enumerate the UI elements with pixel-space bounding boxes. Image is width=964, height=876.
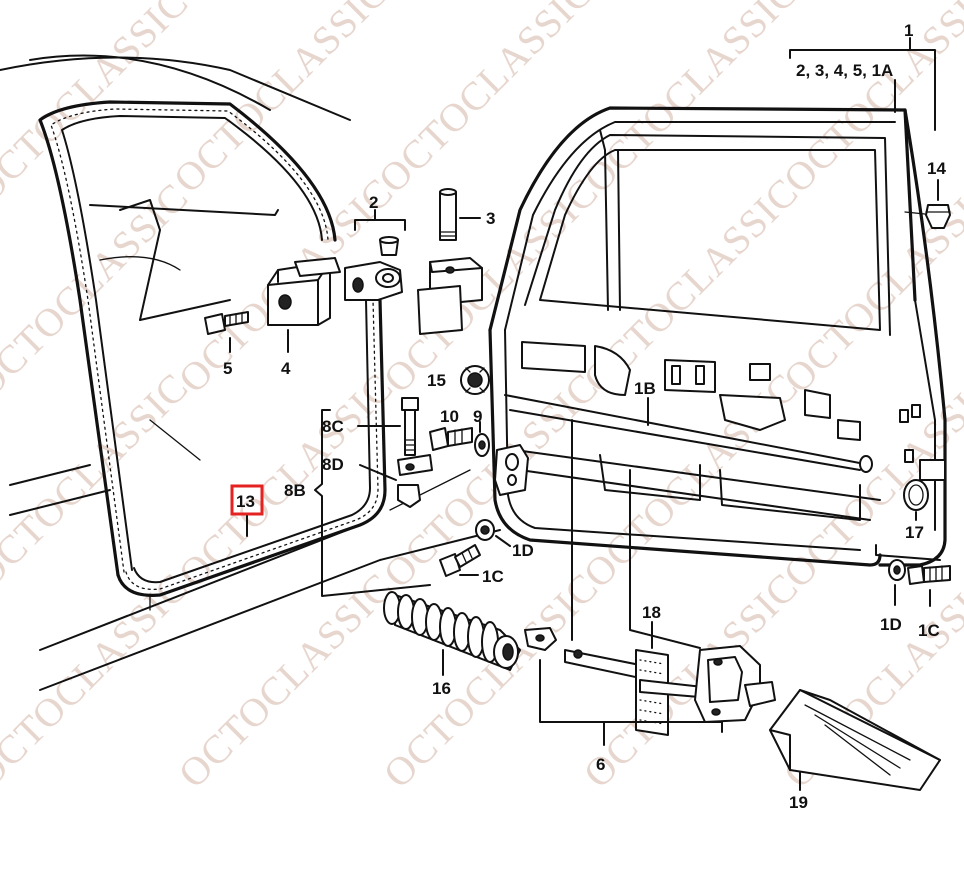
panel-slot bbox=[695, 365, 705, 385]
rod-end bbox=[859, 455, 873, 473]
part-19-cover: 19 bbox=[769, 689, 941, 812]
part-16-boot: 16 bbox=[383, 591, 521, 698]
part-1d-washer-right: 1D bbox=[880, 559, 906, 634]
part-13-callout: 13 bbox=[230, 484, 264, 537]
label-1-group: 2, 3, 4, 5, 1A bbox=[796, 61, 893, 80]
label-8d: 8D bbox=[322, 455, 344, 474]
label-18: 18 bbox=[642, 603, 661, 622]
label-1d-left: 1D bbox=[512, 541, 534, 560]
label-16: 16 bbox=[432, 679, 451, 698]
part-6-door-check: 18 6 bbox=[524, 419, 776, 774]
check-strap-bracket bbox=[494, 444, 529, 496]
edge-slot bbox=[919, 459, 946, 481]
part-15-grommet: 15 bbox=[427, 365, 490, 395]
label-13: 13 bbox=[236, 492, 255, 511]
part-1-callout: 1 2, 3, 4, 5, 1A bbox=[789, 21, 936, 131]
part-8-door-check-group: 8C 8D 8B bbox=[284, 397, 433, 597]
label-15: 15 bbox=[427, 371, 446, 390]
label-10: 10 bbox=[440, 407, 459, 426]
car-body bbox=[0, 54, 501, 691]
label-1: 1 bbox=[904, 21, 913, 40]
part-1d-washer-left: 1D bbox=[475, 519, 534, 560]
part-1b-callout: 1B bbox=[634, 379, 656, 426]
label-1c-right: 1C bbox=[918, 621, 940, 640]
panel-slot bbox=[749, 363, 771, 381]
label-2: 2 bbox=[369, 193, 378, 212]
part-10-bolt: 10 bbox=[429, 407, 473, 451]
watermark-text: OCTOCLASSIC bbox=[575, 564, 807, 796]
part-14-plug: 14 bbox=[904, 159, 951, 229]
label-1c-left: 1C bbox=[482, 567, 504, 586]
label-9: 9 bbox=[473, 407, 482, 426]
label-17: 17 bbox=[905, 523, 924, 542]
part-17-plug: 17 bbox=[903, 479, 929, 542]
watermark-text: OCTOCLASSIC bbox=[165, 0, 397, 201]
label-1b: 1B bbox=[634, 379, 656, 398]
watermark-text: OCTOCLASSIC bbox=[0, 564, 197, 796]
label-4: 4 bbox=[281, 359, 291, 378]
part-4-hinge: 4 bbox=[267, 257, 341, 378]
label-6: 6 bbox=[596, 755, 605, 774]
watermark-text: OCTOCLASSIC bbox=[170, 564, 402, 796]
part-5-bolt: 5 bbox=[204, 311, 249, 378]
panel-slot bbox=[671, 365, 681, 385]
connector-line bbox=[875, 544, 941, 561]
part-3-hinge-pin: 3 bbox=[417, 188, 495, 335]
label-14: 14 bbox=[927, 159, 946, 178]
highlight-box bbox=[230, 484, 264, 516]
edge-slot bbox=[904, 449, 914, 463]
part-1c-bolt-right: 1C bbox=[907, 565, 951, 640]
label-19: 19 bbox=[789, 793, 808, 812]
label-5: 5 bbox=[223, 359, 232, 378]
label-3: 3 bbox=[486, 209, 495, 228]
door-shell bbox=[488, 106, 947, 567]
part-9-washer: 9 bbox=[473, 407, 490, 457]
part-1c-bolt-left: 1C bbox=[439, 544, 504, 586]
label-8c: 8C bbox=[322, 417, 344, 436]
edge-slot bbox=[899, 409, 909, 423]
label-8b: 8B bbox=[284, 481, 306, 500]
part-2-hinge-bushing: 2 bbox=[344, 193, 406, 301]
watermark-text: OCTOCLASSIC bbox=[370, 0, 602, 201]
label-1d-right: 1D bbox=[880, 615, 902, 634]
edge-slot bbox=[911, 404, 921, 418]
